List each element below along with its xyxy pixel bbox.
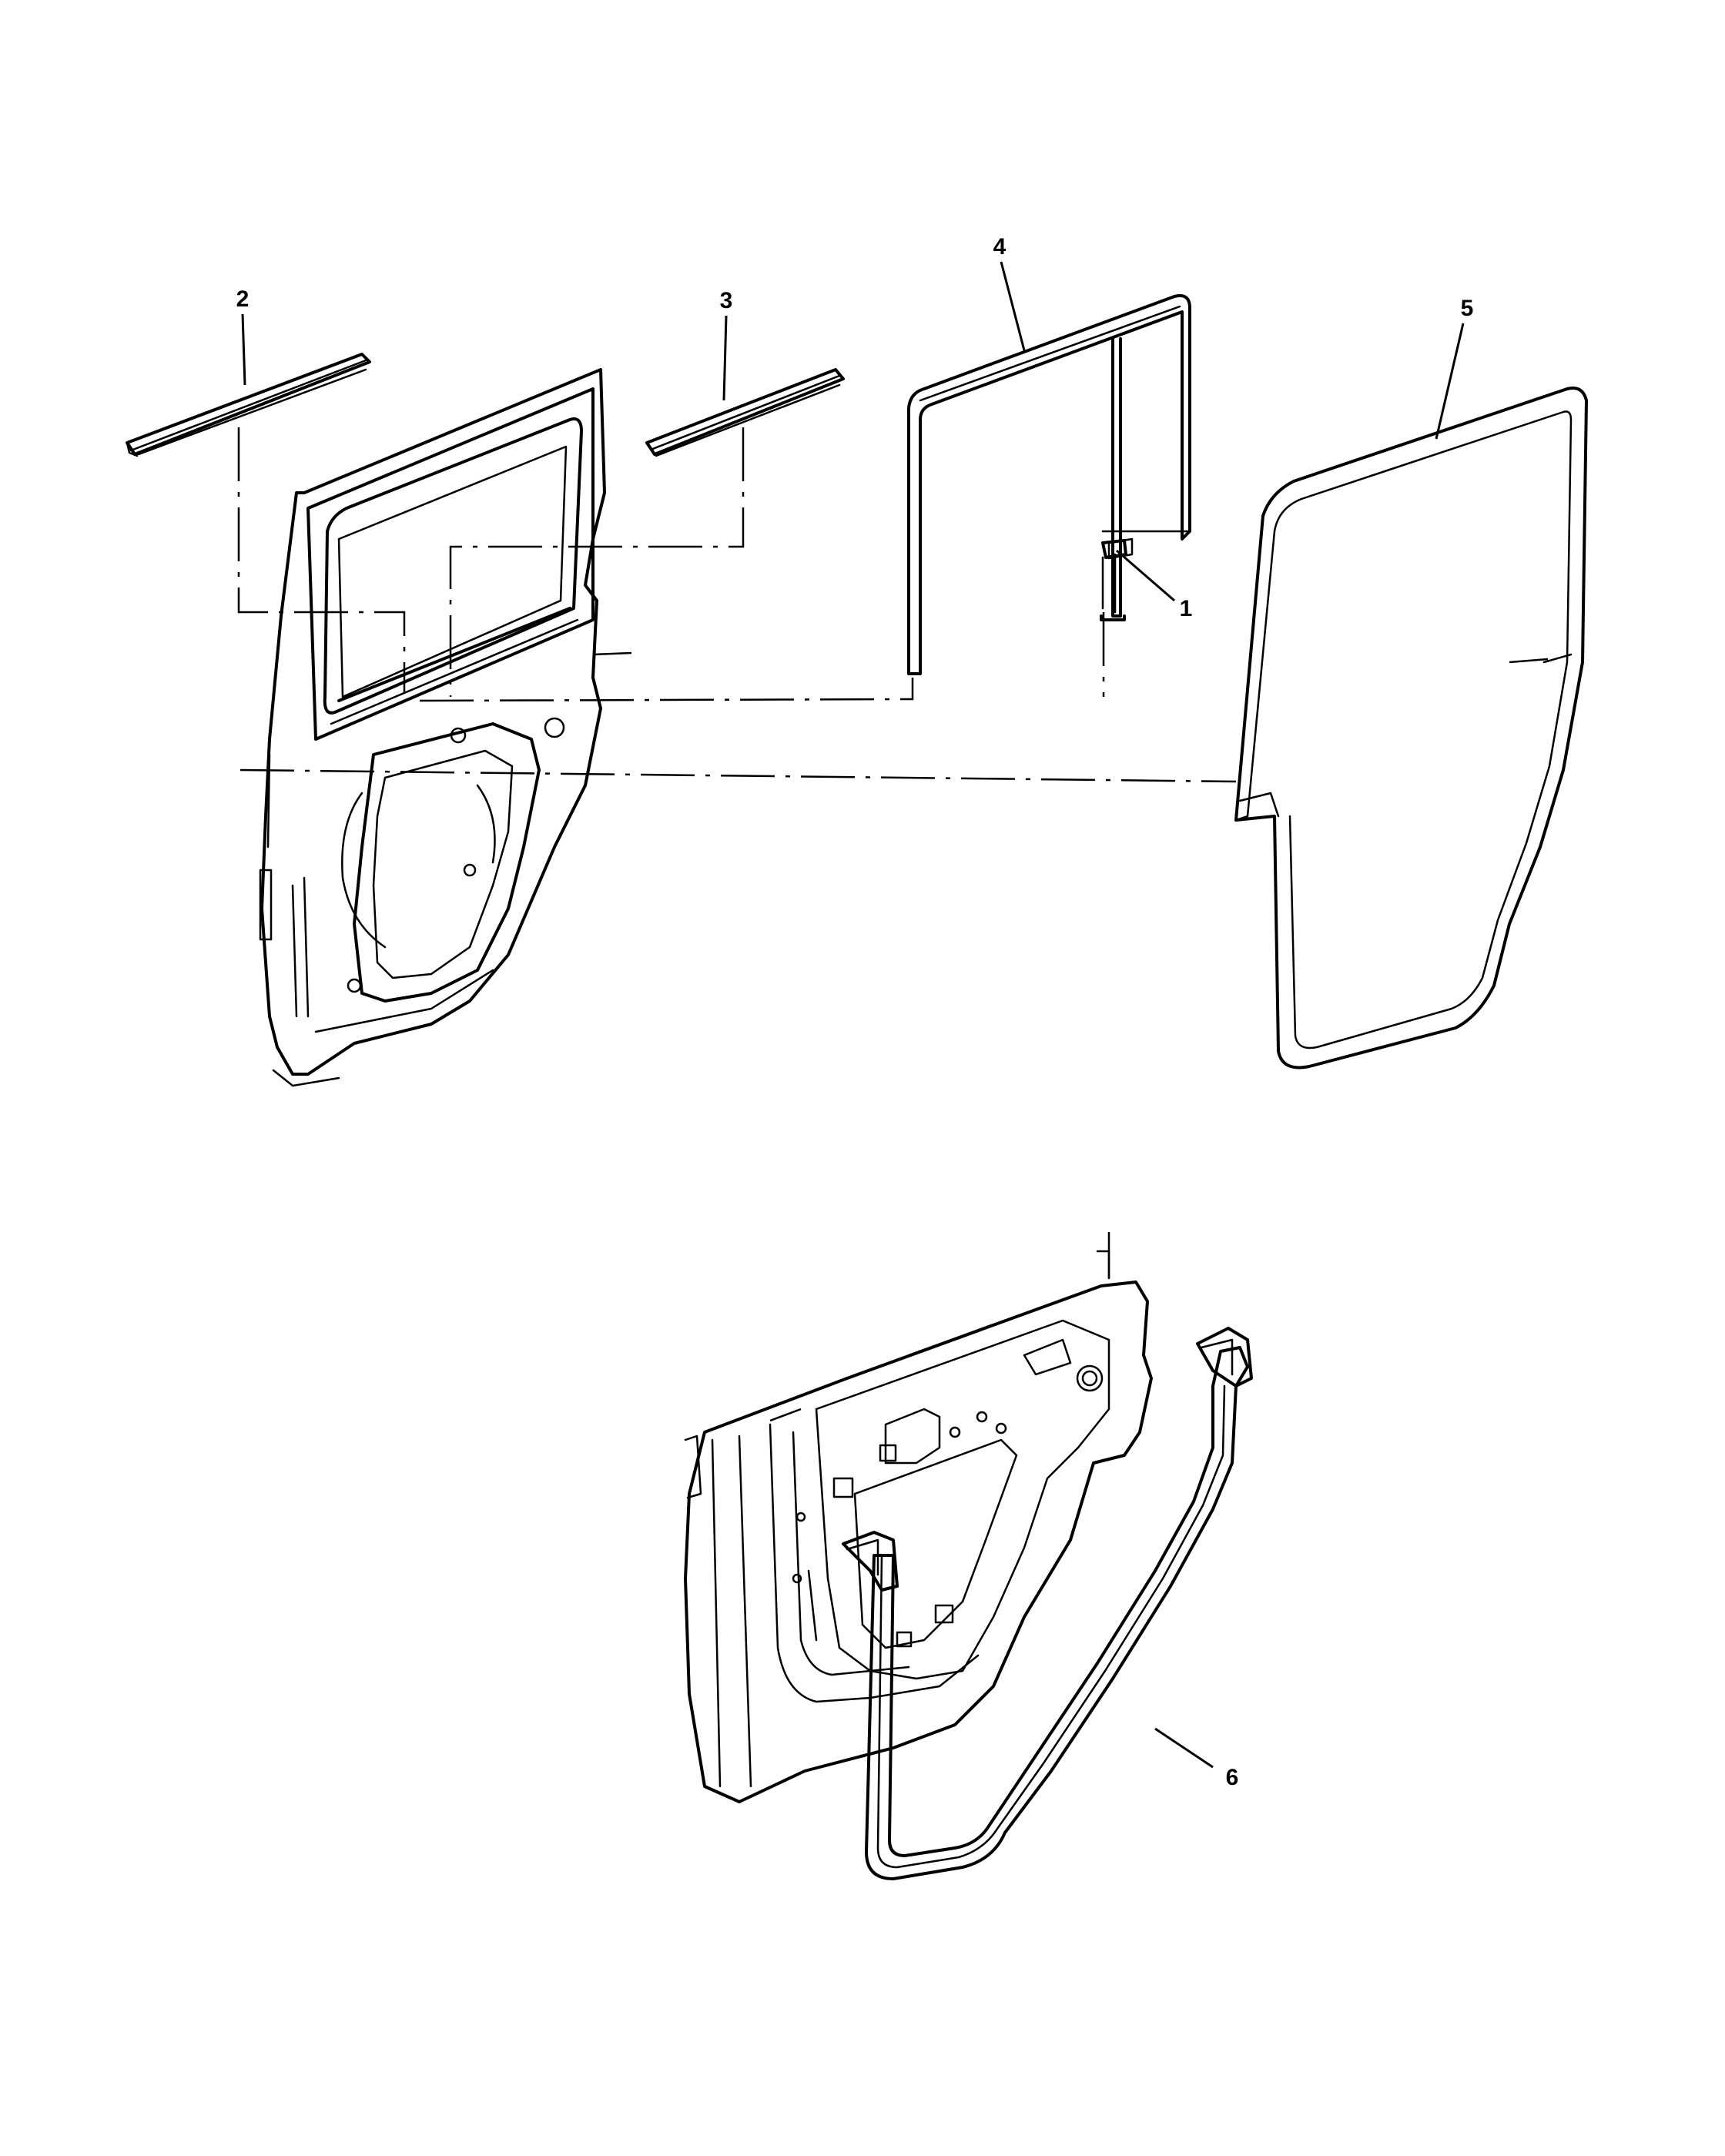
glass-run-channel-part-4 — [907, 294, 1191, 675]
callout-4: 4 — [993, 234, 1007, 259]
channel-clip-part-1 — [1101, 539, 1127, 614]
rear-door-inner-panel — [259, 368, 606, 1087]
belt-weatherstrip-inner-part-3 — [645, 368, 845, 457]
callout-5: 5 — [1461, 296, 1474, 321]
leader-lines — [241, 261, 1465, 1769]
door-seal-part-5 — [1234, 387, 1588, 1070]
callout-2: 2 — [236, 286, 250, 312]
belt-weatherstrip-outer-part-2 — [126, 353, 371, 457]
callout-1: 1 — [1180, 596, 1193, 621]
phantom-lines — [237, 427, 1549, 1422]
lower-door-seal-part-6 — [842, 1327, 1253, 1880]
rear-door-outer-view — [684, 1250, 1153, 1803]
callout-6: 6 — [1226, 1765, 1239, 1790]
callout-3: 3 — [720, 288, 733, 313]
